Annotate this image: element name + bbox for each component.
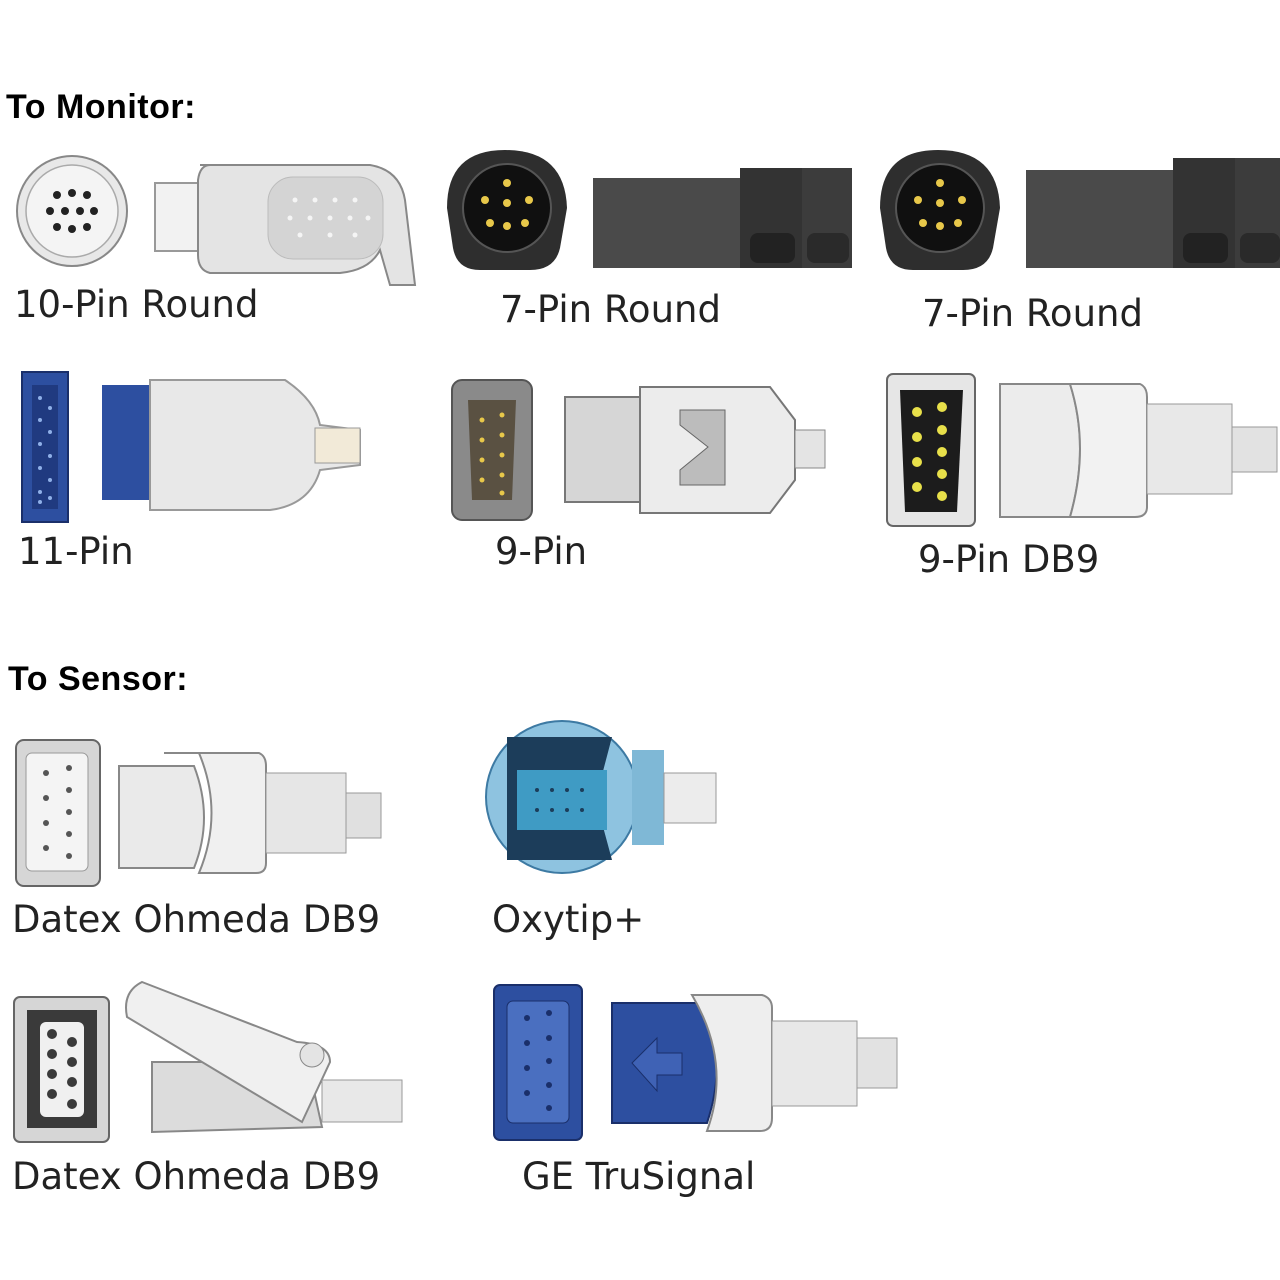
connector-label: 11-Pin	[18, 530, 134, 573]
oxytip-plus-connector-icon	[482, 715, 722, 875]
connector-label: 9-Pin	[495, 530, 588, 573]
connector-label: 10-Pin Round	[14, 283, 259, 326]
datex-ohmeda-db9-clip-connector-icon	[12, 972, 407, 1147]
connector-label: 7-Pin Round	[922, 292, 1143, 335]
11-pin-connector-icon	[20, 370, 365, 525]
connector-label: 9-Pin DB9	[918, 538, 1100, 581]
ge-trusignal-connector-icon	[492, 983, 902, 1143]
datex-ohmeda-db9-connector-icon	[14, 738, 384, 888]
sensor-section-heading: To Sensor:	[8, 660, 189, 698]
7-pin-round-connector-icon	[878, 148, 1280, 278]
9-pin-db9-connector-icon	[885, 372, 1280, 532]
connector-label: GE TruSignal	[522, 1155, 756, 1198]
connector-label: Oxytip+	[492, 898, 645, 941]
9-pin-connector-icon	[450, 375, 830, 525]
monitor-section-heading: To Monitor:	[6, 88, 196, 126]
7-pin-round-connector-icon	[445, 148, 855, 278]
connector-label: 7-Pin Round	[500, 288, 721, 331]
10-pin-round-connector-icon	[10, 155, 420, 290]
connector-label: Datex Ohmeda DB9	[12, 898, 381, 941]
connector-label: Datex Ohmeda DB9	[12, 1155, 381, 1198]
